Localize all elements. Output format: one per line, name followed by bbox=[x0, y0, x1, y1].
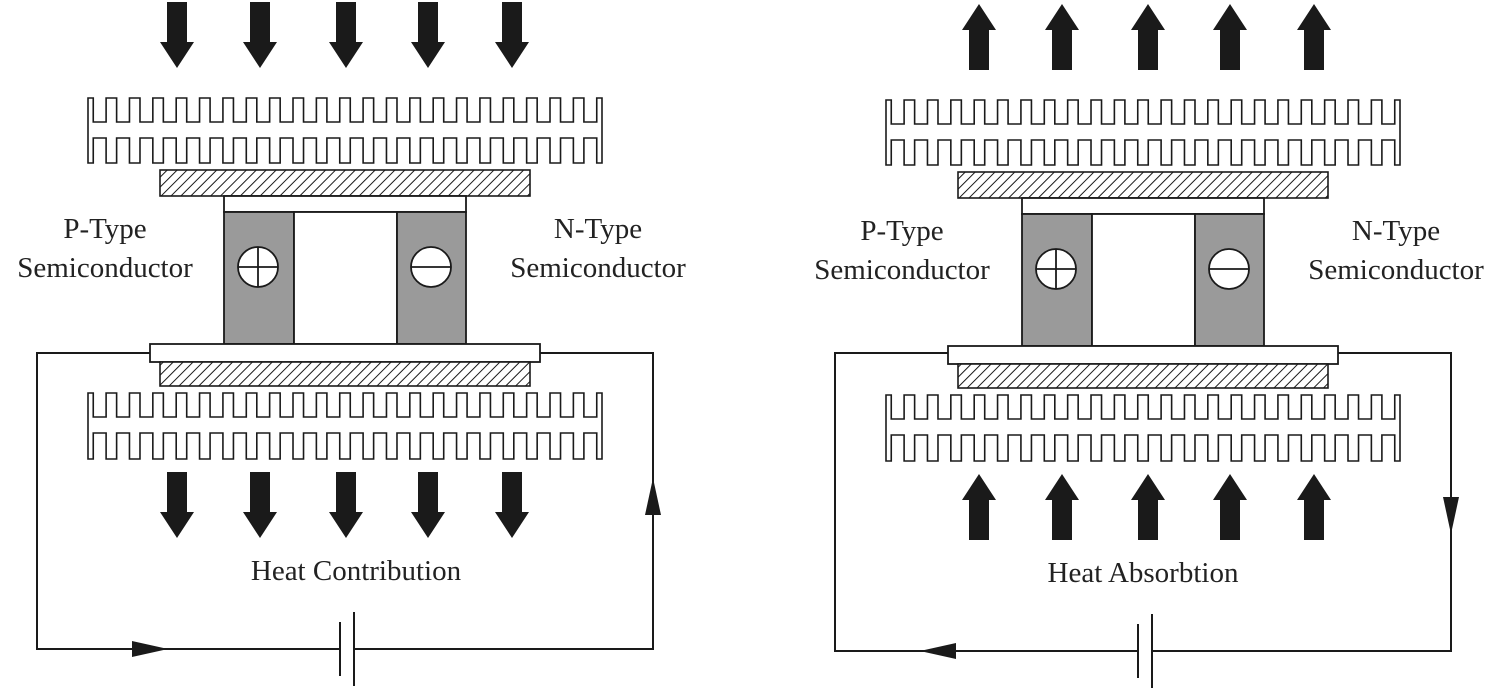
p-type-label: P-Type bbox=[63, 213, 146, 245]
heat-arrow-down-icon bbox=[329, 2, 363, 68]
battery-icon bbox=[339, 612, 355, 686]
heat-arrow-up-icon bbox=[1213, 474, 1247, 540]
current-arrow-right bbox=[645, 478, 661, 515]
top-conductor-plate bbox=[1021, 197, 1265, 215]
heat-arrow-up-icon bbox=[1045, 474, 1079, 540]
heat-arrow-down-icon bbox=[495, 2, 529, 68]
bottom-hatched-ceramic bbox=[159, 361, 531, 387]
p-type-label: P-Type bbox=[860, 215, 943, 247]
bottom-conductor-plate bbox=[149, 343, 541, 363]
bottom-heat-arrows bbox=[962, 474, 1331, 540]
top-heat-sink bbox=[87, 97, 603, 164]
heat-arrow-up-icon bbox=[1045, 4, 1079, 70]
circuit-wire bbox=[36, 352, 340, 650]
top-conductor-plate bbox=[223, 195, 467, 213]
heat-arrow-up-icon bbox=[1297, 4, 1331, 70]
current-arrow-bottom bbox=[132, 641, 168, 657]
bottom-heat-sink bbox=[885, 394, 1401, 462]
n-type-label-line2: Semiconductor bbox=[1308, 254, 1484, 286]
p-sign-plus-icon bbox=[1035, 248, 1077, 290]
pillar-gap bbox=[293, 211, 398, 345]
n-sign-minus-icon bbox=[410, 246, 452, 288]
heat-arrow-up-icon bbox=[962, 4, 996, 70]
heat-arrow-down-icon bbox=[160, 2, 194, 68]
heat-arrow-up-icon bbox=[962, 474, 996, 540]
heat-arrow-down-icon bbox=[495, 472, 529, 538]
heat-arrow-down-icon bbox=[243, 2, 277, 68]
n-type-label: N-Type bbox=[1352, 215, 1440, 247]
pillar-gap bbox=[1091, 213, 1196, 347]
n-type-label-line2: Semiconductor bbox=[510, 252, 686, 284]
bottom-hatched-ceramic bbox=[957, 363, 1329, 389]
n-sign-minus-icon bbox=[1208, 248, 1250, 290]
heat-arrow-up-icon bbox=[1131, 4, 1165, 70]
p-sign-plus-icon bbox=[237, 246, 279, 288]
panel-heat-absorption: P-Type Semiconductor N-Type Semiconducto… bbox=[814, 4, 1484, 688]
bottom-heat-arrows bbox=[160, 472, 529, 538]
heat-arrow-down-icon bbox=[411, 472, 445, 538]
p-type-label-line2: Semiconductor bbox=[814, 254, 990, 286]
p-type-label-line2: Semiconductor bbox=[17, 252, 193, 284]
bottom-conductor-plate bbox=[947, 345, 1339, 365]
top-heat-sink bbox=[885, 99, 1401, 166]
battery-icon bbox=[1137, 614, 1153, 688]
top-heat-arrows bbox=[160, 2, 529, 68]
heat-arrow-down-icon bbox=[411, 2, 445, 68]
current-arrow-right bbox=[1443, 497, 1459, 534]
heat-arrow-down-icon bbox=[243, 472, 277, 538]
heat-arrow-up-icon bbox=[1297, 474, 1331, 540]
top-hatched-ceramic bbox=[957, 171, 1329, 199]
panel-heat-contribution: P-Type Semiconductor N-Type Semiconducto… bbox=[17, 2, 686, 686]
heat-arrow-up-icon bbox=[1213, 4, 1247, 70]
heat-arrow-down-icon bbox=[160, 472, 194, 538]
heat-caption: Heat Absorbtion bbox=[1048, 557, 1239, 589]
circuit-wire bbox=[834, 352, 1138, 652]
heat-arrow-up-icon bbox=[1131, 474, 1165, 540]
heat-arrow-down-icon bbox=[329, 472, 363, 538]
n-type-label: N-Type bbox=[554, 213, 642, 245]
bottom-heat-sink bbox=[87, 392, 603, 460]
top-heat-arrows bbox=[962, 4, 1331, 70]
top-hatched-ceramic bbox=[159, 169, 531, 197]
current-arrow-bottom bbox=[920, 643, 956, 659]
heat-caption: Heat Contribution bbox=[251, 555, 462, 587]
